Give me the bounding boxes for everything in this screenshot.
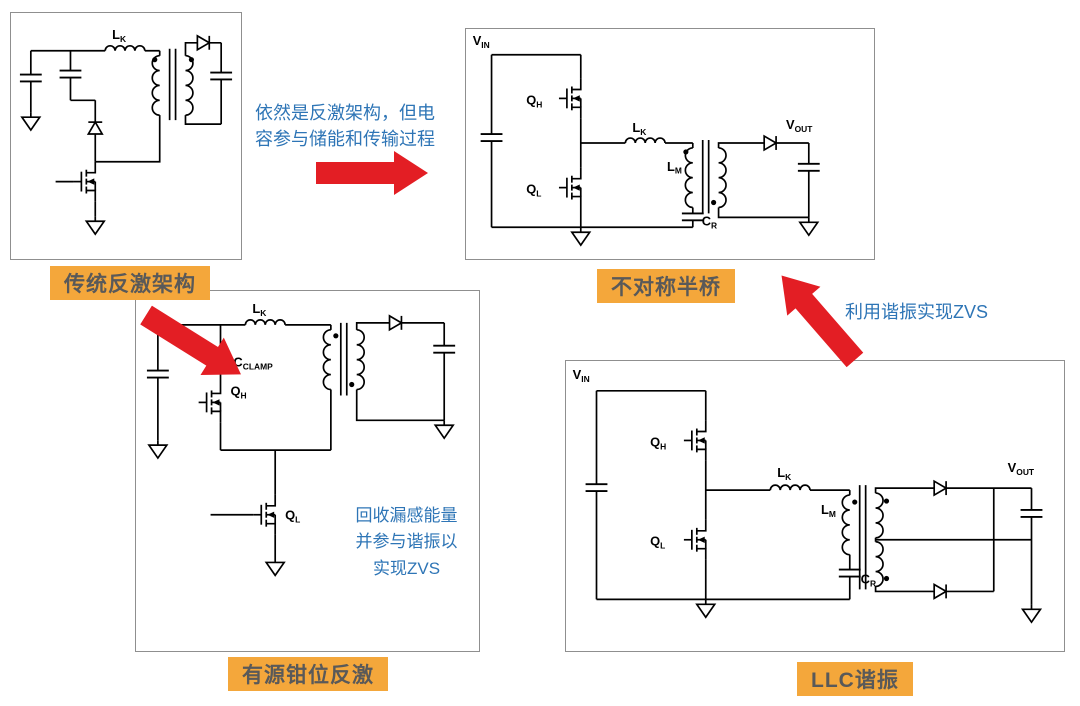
polarity-dot xyxy=(683,149,689,155)
ahb-badge: 不对称半桥 xyxy=(597,269,735,303)
arrow-flyback-to-acf xyxy=(140,305,241,375)
resonant-inductor xyxy=(624,137,666,144)
vout-label: VOUT xyxy=(1008,460,1035,477)
cclamp-label: CCLAMP xyxy=(233,355,273,372)
clamp-capacitor xyxy=(58,69,83,79)
primary-winding xyxy=(684,147,694,209)
ground-symbol xyxy=(695,598,716,619)
resonant-capacitor xyxy=(680,212,705,222)
output-capacitor xyxy=(432,344,457,354)
qh-label: QH xyxy=(650,434,666,451)
vin-label: VIN xyxy=(473,33,490,50)
ql-label: QL xyxy=(285,508,300,525)
secondary-winding xyxy=(184,54,194,117)
qh-mosfet xyxy=(558,77,582,120)
llc-wires xyxy=(595,389,1033,605)
output-capacitor xyxy=(1019,509,1044,518)
flyback-wires xyxy=(29,41,223,217)
evolution-line1: 依然是反激架构，但电 xyxy=(255,103,435,123)
ql-mosfet xyxy=(558,166,582,209)
acf-note-line3: 实现ZVS xyxy=(372,558,441,578)
ql-mosfet xyxy=(683,519,707,561)
acf-badge: 有源钳位反激 xyxy=(228,657,388,691)
secondary-winding-bottom xyxy=(874,540,884,588)
leakage-inductor xyxy=(104,44,146,52)
acf-note-line1: 回收漏感能量 xyxy=(355,506,458,525)
polarity-dot xyxy=(188,57,195,63)
lk-label: LK xyxy=(252,301,267,318)
qh-label: QH xyxy=(230,383,246,400)
polarity-dot xyxy=(349,381,355,388)
lk-label: LK xyxy=(112,27,126,44)
ahb-circuit-panel: VIN QH QL LK LM CR VOUT xyxy=(465,28,875,260)
ground-symbol xyxy=(799,216,819,237)
ql-main-mosfet xyxy=(252,494,277,536)
output-diode xyxy=(196,35,211,51)
flyback-badge: 传统反激架构 xyxy=(50,266,210,300)
ground-symbol xyxy=(21,111,41,131)
llc-schematic: VIN QH QL LK LM CR VOUT xyxy=(573,367,1044,624)
rectifier-diode-bottom xyxy=(933,583,947,600)
ql-label: QL xyxy=(526,182,541,199)
secondary-winding xyxy=(717,147,727,209)
rectifier-diode-top xyxy=(933,480,947,496)
flyback-circuit-panel: LK xyxy=(10,12,242,260)
arrow-flyback-to-ahb xyxy=(316,151,428,195)
acf-note: 回收漏感能量 并参与谐振以 实现ZVS xyxy=(334,503,479,582)
primary-winding xyxy=(151,54,161,117)
primary-winding xyxy=(322,328,332,391)
vout-label: VOUT xyxy=(786,117,813,134)
polarity-dot xyxy=(711,199,717,206)
acf-note-line2: 并参与谐振以 xyxy=(355,532,458,552)
input-capacitor xyxy=(18,73,43,83)
secondary-winding xyxy=(355,328,366,391)
polarity-dot xyxy=(883,575,890,582)
evolution-line2: 容参与储能和传输过程 xyxy=(255,129,435,150)
resonant-inductor xyxy=(769,484,811,491)
polarity-dot xyxy=(333,333,339,339)
lk-label: LK xyxy=(632,120,646,137)
output-diode xyxy=(763,135,777,151)
clamp-diode xyxy=(87,121,104,135)
flyback-schematic: LK xyxy=(18,27,234,235)
polarity-dot xyxy=(852,499,858,505)
resonant-capacitor xyxy=(837,568,862,578)
main-mosfet xyxy=(72,160,97,203)
ground-symbol xyxy=(434,419,454,440)
ground-symbol xyxy=(148,439,168,459)
llc-badge: LLC谐振 xyxy=(797,662,913,696)
secondary-winding-top xyxy=(874,492,884,539)
polarity-dot xyxy=(152,57,158,63)
ground-symbol xyxy=(571,226,591,246)
input-capacitor xyxy=(584,483,609,493)
input-capacitor xyxy=(479,133,504,142)
output-diode xyxy=(388,315,403,331)
cr-label: CR xyxy=(702,213,717,230)
qh-label: QH xyxy=(526,92,542,109)
cr-label: CR xyxy=(861,571,876,588)
ahb-schematic: VIN QH QL LK LM CR VOUT xyxy=(473,33,821,246)
arrow-llc-to-ahb xyxy=(781,275,864,368)
ahb-wires xyxy=(490,53,810,229)
vin-label: VIN xyxy=(573,367,590,384)
qh-clamp-mosfet xyxy=(197,381,222,424)
resonance-zvs-annotation: 利用谐振实现ZVS xyxy=(845,302,989,322)
qh-mosfet xyxy=(683,419,707,462)
ground-symbol xyxy=(1021,603,1042,624)
output-capacitor xyxy=(209,71,234,81)
primary-winding xyxy=(841,494,851,556)
lm-label: LM xyxy=(821,502,836,519)
ground-symbol xyxy=(265,556,285,577)
output-capacitor xyxy=(796,162,821,172)
lk-label: LK xyxy=(777,465,792,482)
leakage-inductor xyxy=(244,319,286,326)
polarity-dot xyxy=(883,498,890,504)
ground-symbol xyxy=(85,215,106,235)
evolution-annotation: 依然是反激架构，但电 容参与储能和传输过程 xyxy=(255,100,455,152)
ql-label: QL xyxy=(650,534,665,551)
acf-schematic: LK CCLAMP QH QL xyxy=(145,301,457,577)
input-capacitor xyxy=(145,369,170,379)
llc-circuit-panel: VIN QH QL LK LM CR VOUT xyxy=(565,360,1065,652)
lm-label: LM xyxy=(667,159,682,176)
